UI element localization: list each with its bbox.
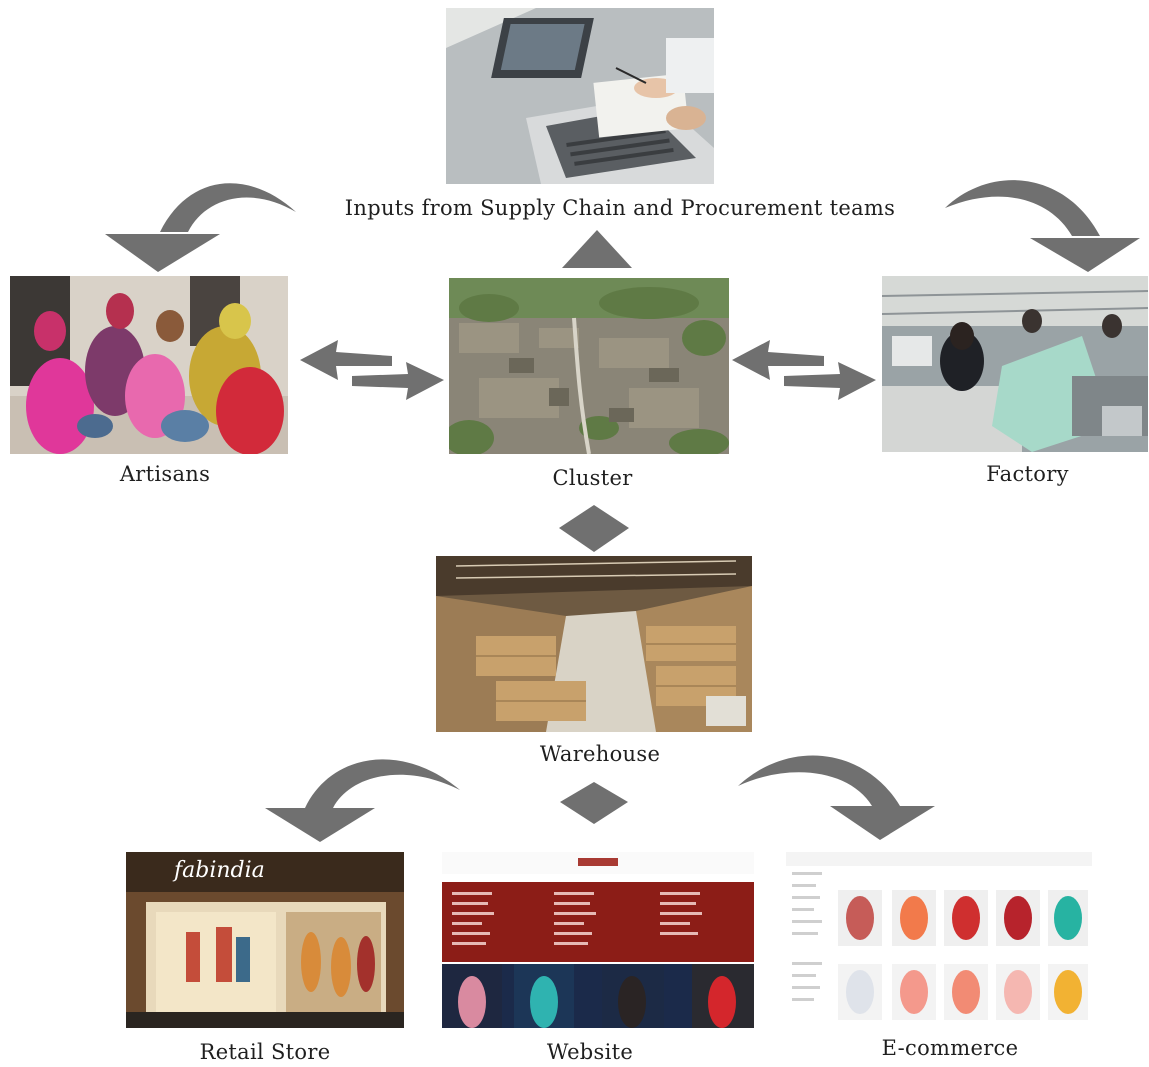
store-sign-text: fabindia [174, 858, 265, 883]
website-screenshot [442, 852, 754, 1028]
artisans-photo [10, 276, 288, 454]
curved-arrow-to-artisans [105, 183, 296, 272]
retail-store-photo: fabindia [126, 852, 404, 1028]
website-label: Website [546, 1040, 634, 1064]
arrows-artisans-cluster [300, 340, 444, 400]
arrow-warehouse-website [560, 782, 628, 824]
cluster-label: Cluster [552, 466, 633, 490]
warehouse-photo [436, 556, 752, 732]
factory-photo [882, 276, 1148, 452]
ecommerce-label: E-commerce [881, 1036, 1019, 1060]
curved-arrow-to-factory [945, 180, 1140, 272]
inputs-caption: Inputs from Supply Chain and Procurement… [344, 196, 896, 220]
cluster-photo [449, 278, 729, 454]
arrow-cluster-to-inputs [562, 230, 632, 268]
factory-label: Factory [986, 462, 1069, 486]
ecommerce-screenshot [786, 852, 1092, 1028]
supply-chain-team-photo [446, 8, 714, 184]
retail-store-label: Retail Store [199, 1040, 331, 1064]
artisans-label: Artisans [119, 462, 211, 486]
warehouse-label: Warehouse [539, 742, 661, 766]
arrows-cluster-factory [732, 340, 876, 400]
curved-arrow-to-ecommerce [738, 755, 935, 840]
curved-arrow-to-retail-store [265, 759, 460, 842]
arrow-cluster-warehouse [559, 505, 629, 552]
